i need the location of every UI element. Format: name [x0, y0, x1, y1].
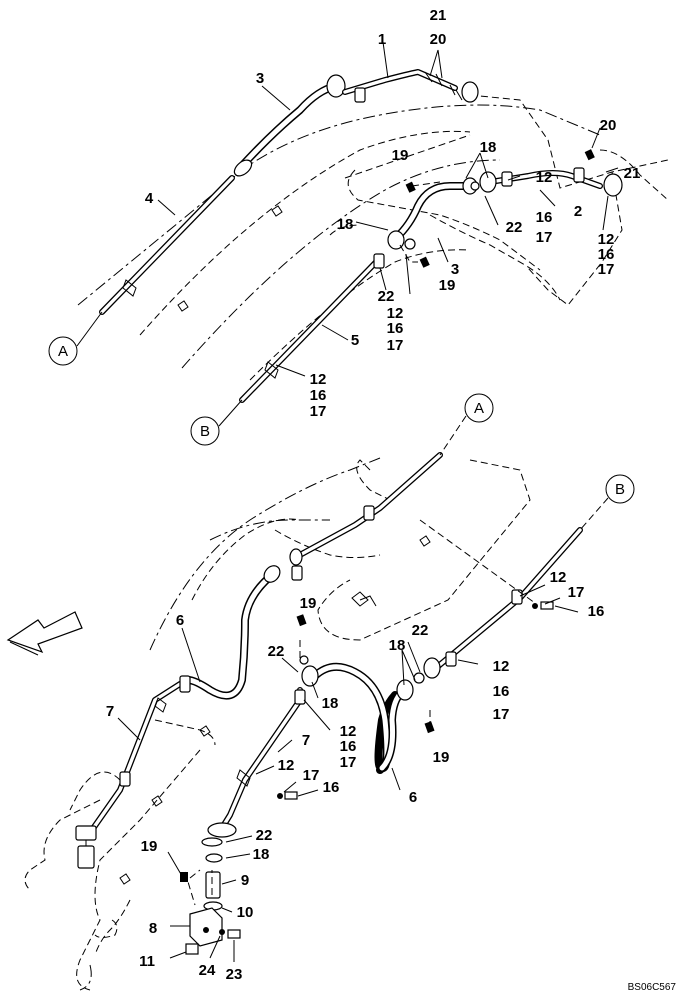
part-number-label: 19 — [300, 595, 317, 612]
part-number-label: 16 — [323, 779, 340, 796]
part-number-label: 17 — [568, 584, 585, 601]
part-number-label: 16 — [598, 246, 615, 263]
upper-pipe-4 — [99, 175, 235, 315]
part-number-label: 17 — [340, 754, 357, 771]
part-number-label: 12 — [536, 169, 553, 186]
part-number-label: 16 — [387, 320, 404, 337]
lower-pipe-7b — [207, 687, 306, 838]
upper-leader-lines — [157, 41, 619, 377]
part-number-label: 17 — [536, 229, 553, 246]
part-number-label: 18 — [337, 216, 354, 233]
part-number-label: 16 — [493, 683, 510, 700]
part-number-label: 19 — [439, 277, 456, 294]
upper-pipe-5 — [239, 253, 385, 403]
part-number-label: 5 — [351, 332, 359, 349]
upper-hose-3b — [387, 177, 478, 250]
part-number-label: 6 — [409, 789, 417, 806]
part-number-label: 1 — [378, 31, 386, 48]
upper-small-parts — [404, 84, 595, 268]
upper-pipe-2 — [479, 167, 623, 197]
part-number-label: 3 — [256, 70, 264, 87]
part-number-label: 18 — [480, 139, 497, 156]
part-number-label: 20 — [430, 31, 447, 48]
part-number-label: 24 — [199, 962, 216, 979]
part-number-label: 2 — [574, 203, 582, 220]
part-number-label: 17 — [493, 706, 510, 723]
drawing-code-label: BS06C567 — [628, 982, 677, 993]
part-number-label: 18 — [322, 695, 339, 712]
lower-pipe-7a — [75, 675, 191, 869]
part-number-label: 12 — [340, 723, 357, 740]
part-number-label: 22 — [378, 288, 395, 305]
part-number-label: 22 — [412, 622, 429, 639]
part-number-label: 11 — [139, 953, 155, 970]
part-number-label: 22 — [268, 643, 285, 660]
part-number-label: 21 — [430, 7, 447, 24]
lower-leader-lines — [117, 584, 579, 962]
part-number-label: 6 — [176, 612, 184, 629]
part-number-label: 16 — [588, 603, 605, 620]
part-number-label: 17 — [310, 403, 327, 420]
part-number-label: 16 — [340, 738, 357, 755]
part-number-label: 17 — [303, 767, 320, 784]
lower-pipe-to-b — [423, 527, 583, 679]
part-number-label: 10 — [237, 904, 254, 921]
connector-a-lower: A — [439, 393, 494, 456]
upper-boom-outline — [77, 94, 669, 381]
part-number-label: 20 — [600, 117, 617, 134]
lower-pipe-to-a — [289, 452, 443, 566]
part-number-label: 12 — [598, 231, 615, 248]
lower-small-parts — [180, 519, 554, 955]
connector-label: A — [58, 343, 68, 360]
part-number-label: 18 — [253, 846, 270, 863]
part-number-label: 19 — [392, 147, 409, 164]
upper-pipe-1 — [342, 69, 479, 103]
part-number-label: 19 — [433, 749, 450, 766]
part-number-label: 7 — [106, 703, 114, 720]
part-number-label: 16 — [536, 209, 553, 226]
part-number-label: 12 — [550, 569, 567, 586]
lower-hose-6b — [301, 662, 414, 774]
part-number-label: 3 — [451, 261, 459, 278]
upper-hose-3 — [233, 74, 346, 177]
part-number-label: 19 — [141, 838, 158, 855]
connector-label: A — [474, 400, 484, 417]
lower-boom-outline — [24, 457, 531, 991]
connector-label: B — [200, 423, 210, 440]
part-number-label: 4 — [145, 190, 154, 207]
upper-part-labels: 21 20 1 3 20 21 18 19 12 16 17 22 2 4 18… — [145, 7, 641, 420]
lower-part-labels: 12 17 16 19 22 18 12 16 17 6 22 18 12 16… — [106, 569, 605, 983]
direction-arrow — [6, 611, 83, 656]
part-number-label: 17 — [598, 261, 615, 278]
lower-hose-6a — [184, 565, 303, 700]
connector-a-upper: A — [48, 311, 103, 366]
part-number-label: 9 — [241, 872, 249, 889]
part-number-label: 12 — [493, 658, 510, 675]
part-number-label: 18 — [389, 637, 406, 654]
part-number-label: 12 — [278, 757, 295, 774]
part-number-label: 16 — [310, 387, 327, 404]
part-number-label: 17 — [387, 337, 404, 354]
connector-label: B — [615, 481, 625, 498]
connector-b-upper: B — [190, 399, 243, 446]
part-number-label: 12 — [387, 305, 404, 322]
part-number-label: 12 — [310, 371, 327, 388]
part-number-label: 8 — [149, 920, 157, 937]
part-number-label: 23 — [226, 966, 243, 983]
part-number-label: 21 — [624, 165, 641, 182]
part-number-label: 7 — [302, 732, 310, 749]
part-number-label: 22 — [256, 827, 273, 844]
part-number-label: 22 — [506, 219, 523, 236]
connector-b-lower: B — [579, 474, 635, 531]
